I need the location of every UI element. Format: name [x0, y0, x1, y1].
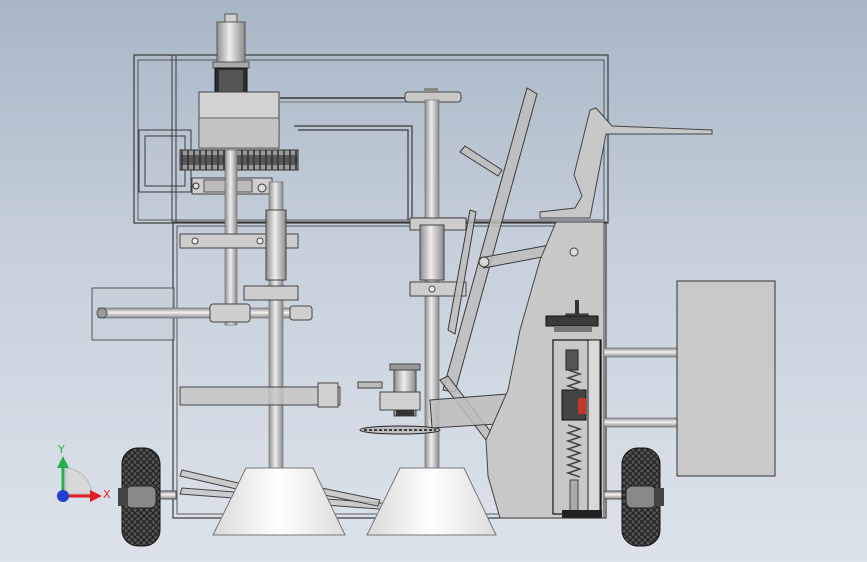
- y-axis-arrow: [57, 456, 69, 468]
- x-axis-label: X: [103, 488, 111, 501]
- right-rod-lower: [603, 417, 681, 428]
- seat-panel: [485, 221, 605, 519]
- cutter-disc: [359, 425, 441, 435]
- coupling: [209, 303, 313, 323]
- upper-rail: [294, 125, 466, 220]
- axis-triad: Y X: [57, 443, 111, 502]
- left-shaft-end: [96, 307, 108, 319]
- drive-motor: [212, 13, 250, 95]
- x-axis-arrow: [90, 490, 102, 502]
- right-rod-upper: [603, 347, 681, 358]
- z-axis-origin: [57, 490, 69, 502]
- spring-actuator: [545, 300, 602, 518]
- mid-beam: [179, 381, 383, 408]
- left-upper-bracket: [138, 55, 192, 222]
- handle-frame: [429, 87, 563, 475]
- bearing-blocks: [179, 209, 467, 301]
- right-battery-box: [676, 280, 776, 477]
- drive-gear: [179, 149, 299, 171]
- right-cone: [366, 467, 497, 536]
- small-motor: [379, 363, 421, 417]
- seat-backrest: [539, 107, 713, 219]
- y-axis-label: Y: [57, 443, 65, 456]
- right-wheel: [603, 447, 664, 547]
- rotation-arc: [65, 467, 93, 495]
- left-cone: [212, 467, 346, 536]
- gearbox: [198, 91, 280, 149]
- left-wheel: [118, 447, 177, 547]
- drive-belt: [280, 97, 412, 103]
